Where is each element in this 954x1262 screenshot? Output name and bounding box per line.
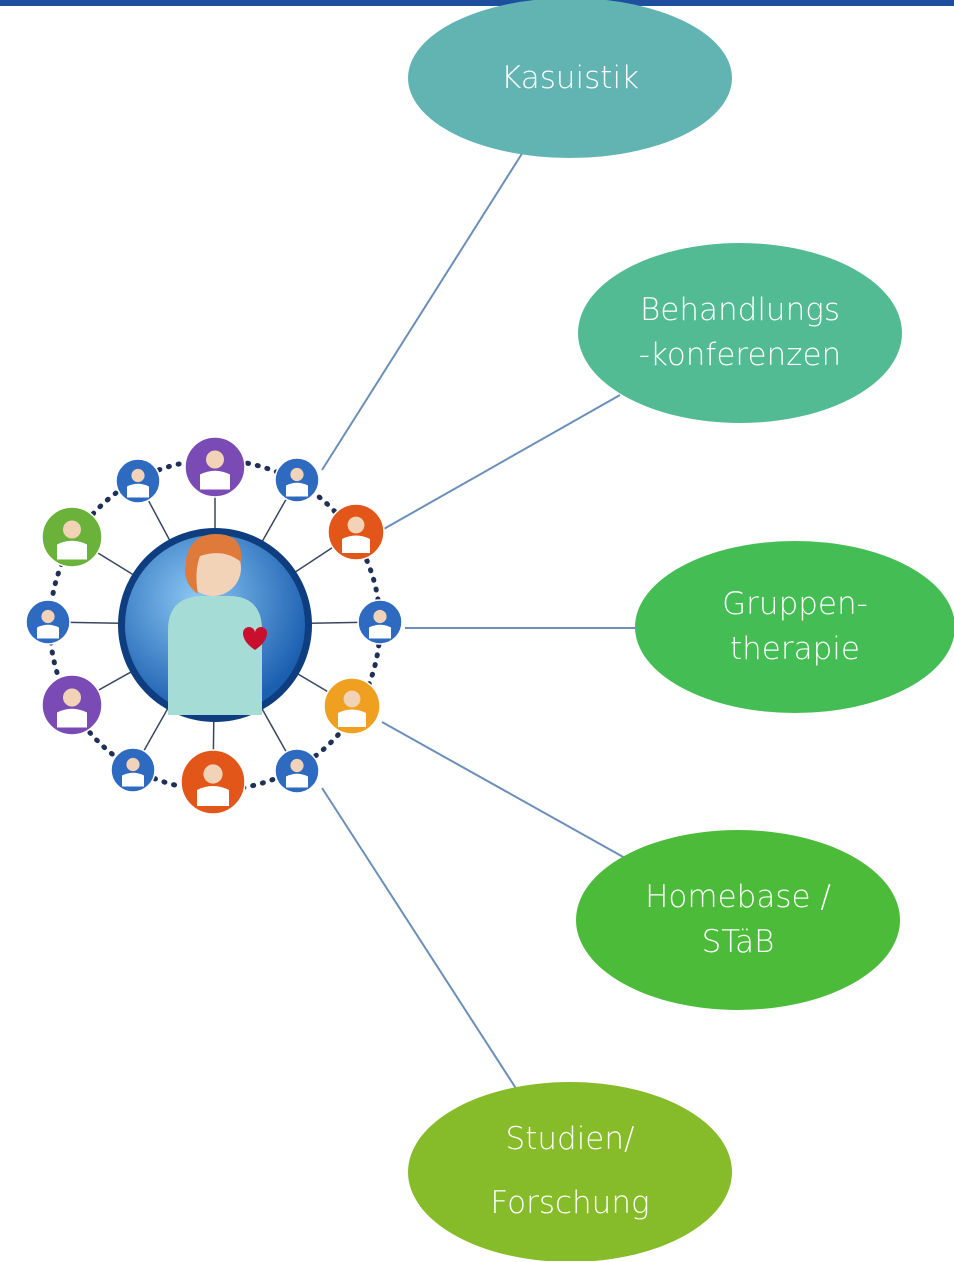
connector-behandlungskonferenzen <box>381 394 621 531</box>
connector-studien <box>321 787 518 1091</box>
heart-icon <box>243 627 267 650</box>
nurse-heart-icon <box>168 534 267 715</box>
connector-kasuistik <box>321 151 524 471</box>
top-accent-bar <box>0 0 954 6</box>
node-homebase-ellipse <box>576 830 900 1010</box>
node-gruppentherapie-ellipse <box>635 541 954 713</box>
doctor-icon <box>41 506 103 568</box>
topic-nodes <box>408 0 954 1261</box>
node-kasuistik-ellipse <box>408 0 732 158</box>
medical-team-network-icon <box>25 436 403 815</box>
node-behandlungskonferenzen-ellipse <box>578 243 902 423</box>
doctor-icon <box>41 674 103 736</box>
connector-lines <box>321 151 636 1091</box>
woman-icon <box>274 748 320 794</box>
woman-icon <box>25 599 71 645</box>
doctor-icon <box>184 436 246 498</box>
node-studien-ellipse <box>408 1082 732 1261</box>
connector-homebase <box>381 721 626 859</box>
man-icon <box>110 747 156 793</box>
scrubs-shape <box>168 596 262 715</box>
nurse-icon <box>323 677 381 735</box>
woman-icon <box>115 458 161 504</box>
surgeon-icon <box>180 749 246 815</box>
man-icon <box>274 457 320 503</box>
surgeon-icon <box>327 503 385 561</box>
man-icon <box>357 599 403 645</box>
hair-shape <box>184 534 242 594</box>
